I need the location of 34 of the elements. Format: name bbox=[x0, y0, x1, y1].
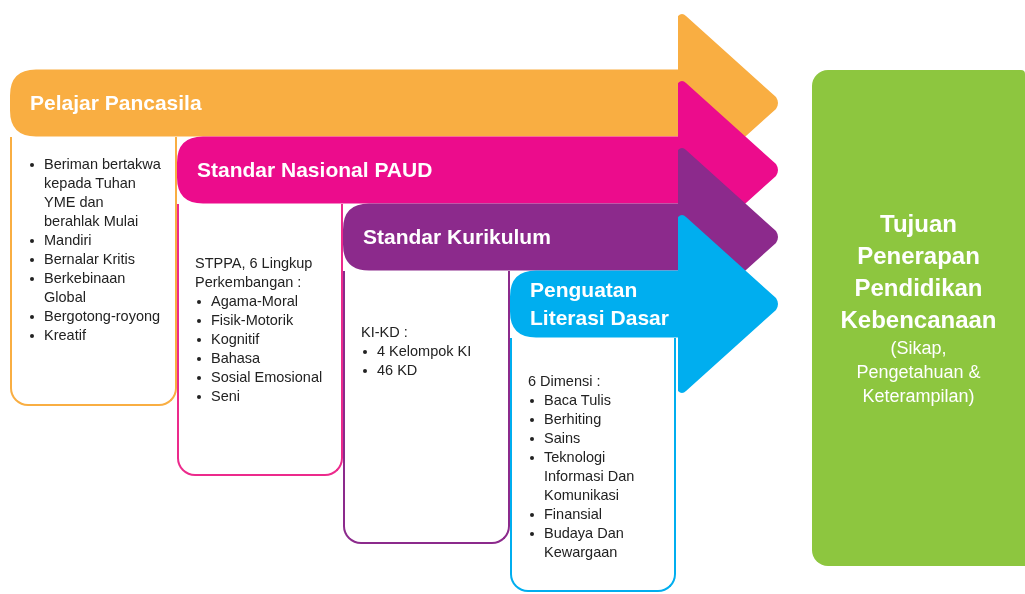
list-heading: KI-KD : bbox=[361, 323, 409, 342]
banner-title: Standar Nasional PAUD bbox=[197, 157, 434, 183]
goal-box bbox=[812, 70, 1025, 566]
list-item: Mandiri bbox=[44, 231, 92, 250]
list-item: Kreatif bbox=[44, 326, 86, 345]
list-item: Sains bbox=[544, 429, 581, 448]
content-box bbox=[343, 271, 510, 544]
list-item: Budaya Dan Kewargaan bbox=[544, 524, 625, 562]
list-item: 46 KD bbox=[377, 361, 418, 380]
content-box bbox=[510, 338, 676, 592]
list-item: Agama-Moral bbox=[211, 292, 299, 311]
content-box bbox=[10, 137, 177, 406]
list-item: Bahasa bbox=[211, 349, 261, 368]
banner-title: Standar Kurikulum bbox=[363, 224, 552, 250]
list-item: Kognitif bbox=[211, 330, 260, 349]
banner-title: Pelajar Pancasila bbox=[30, 90, 203, 116]
list-item: 4 Kelompok KI bbox=[377, 342, 472, 361]
goal-title: Tujuan Penerapan Pendidikan Kebencanaan bbox=[839, 209, 998, 335]
content-box bbox=[177, 204, 343, 476]
list-item: Baca Tulis bbox=[544, 391, 611, 410]
list-heading: 6 Dimensi : bbox=[528, 372, 602, 391]
goal-subtitle: (Sikap, Pengetahuan & Keterampilan) bbox=[855, 337, 982, 408]
list-item: Sosial Emosional bbox=[211, 368, 323, 387]
list-item: Teknologi Informasi Dan Komunikasi bbox=[544, 448, 636, 505]
list-item: Bernalar Kritis bbox=[44, 250, 136, 269]
list-item: Beriman bertakwa kepada Tuhan YME dan berahlak Mulai bbox=[44, 155, 161, 231]
list-item: Finansial bbox=[544, 505, 603, 524]
banner-title: Penguatan Literasi Dasar bbox=[530, 277, 670, 331]
list-item: Berhiting bbox=[544, 410, 602, 429]
list-item: Seni bbox=[211, 387, 241, 406]
list-item: Bergotong-royong bbox=[44, 307, 161, 326]
list-item: Fisik-Motorik bbox=[211, 311, 294, 330]
list-heading: STPPA, 6 Lingkup Perkembangan : bbox=[195, 254, 314, 292]
list-item: Berkebinaan Global bbox=[44, 269, 127, 307]
